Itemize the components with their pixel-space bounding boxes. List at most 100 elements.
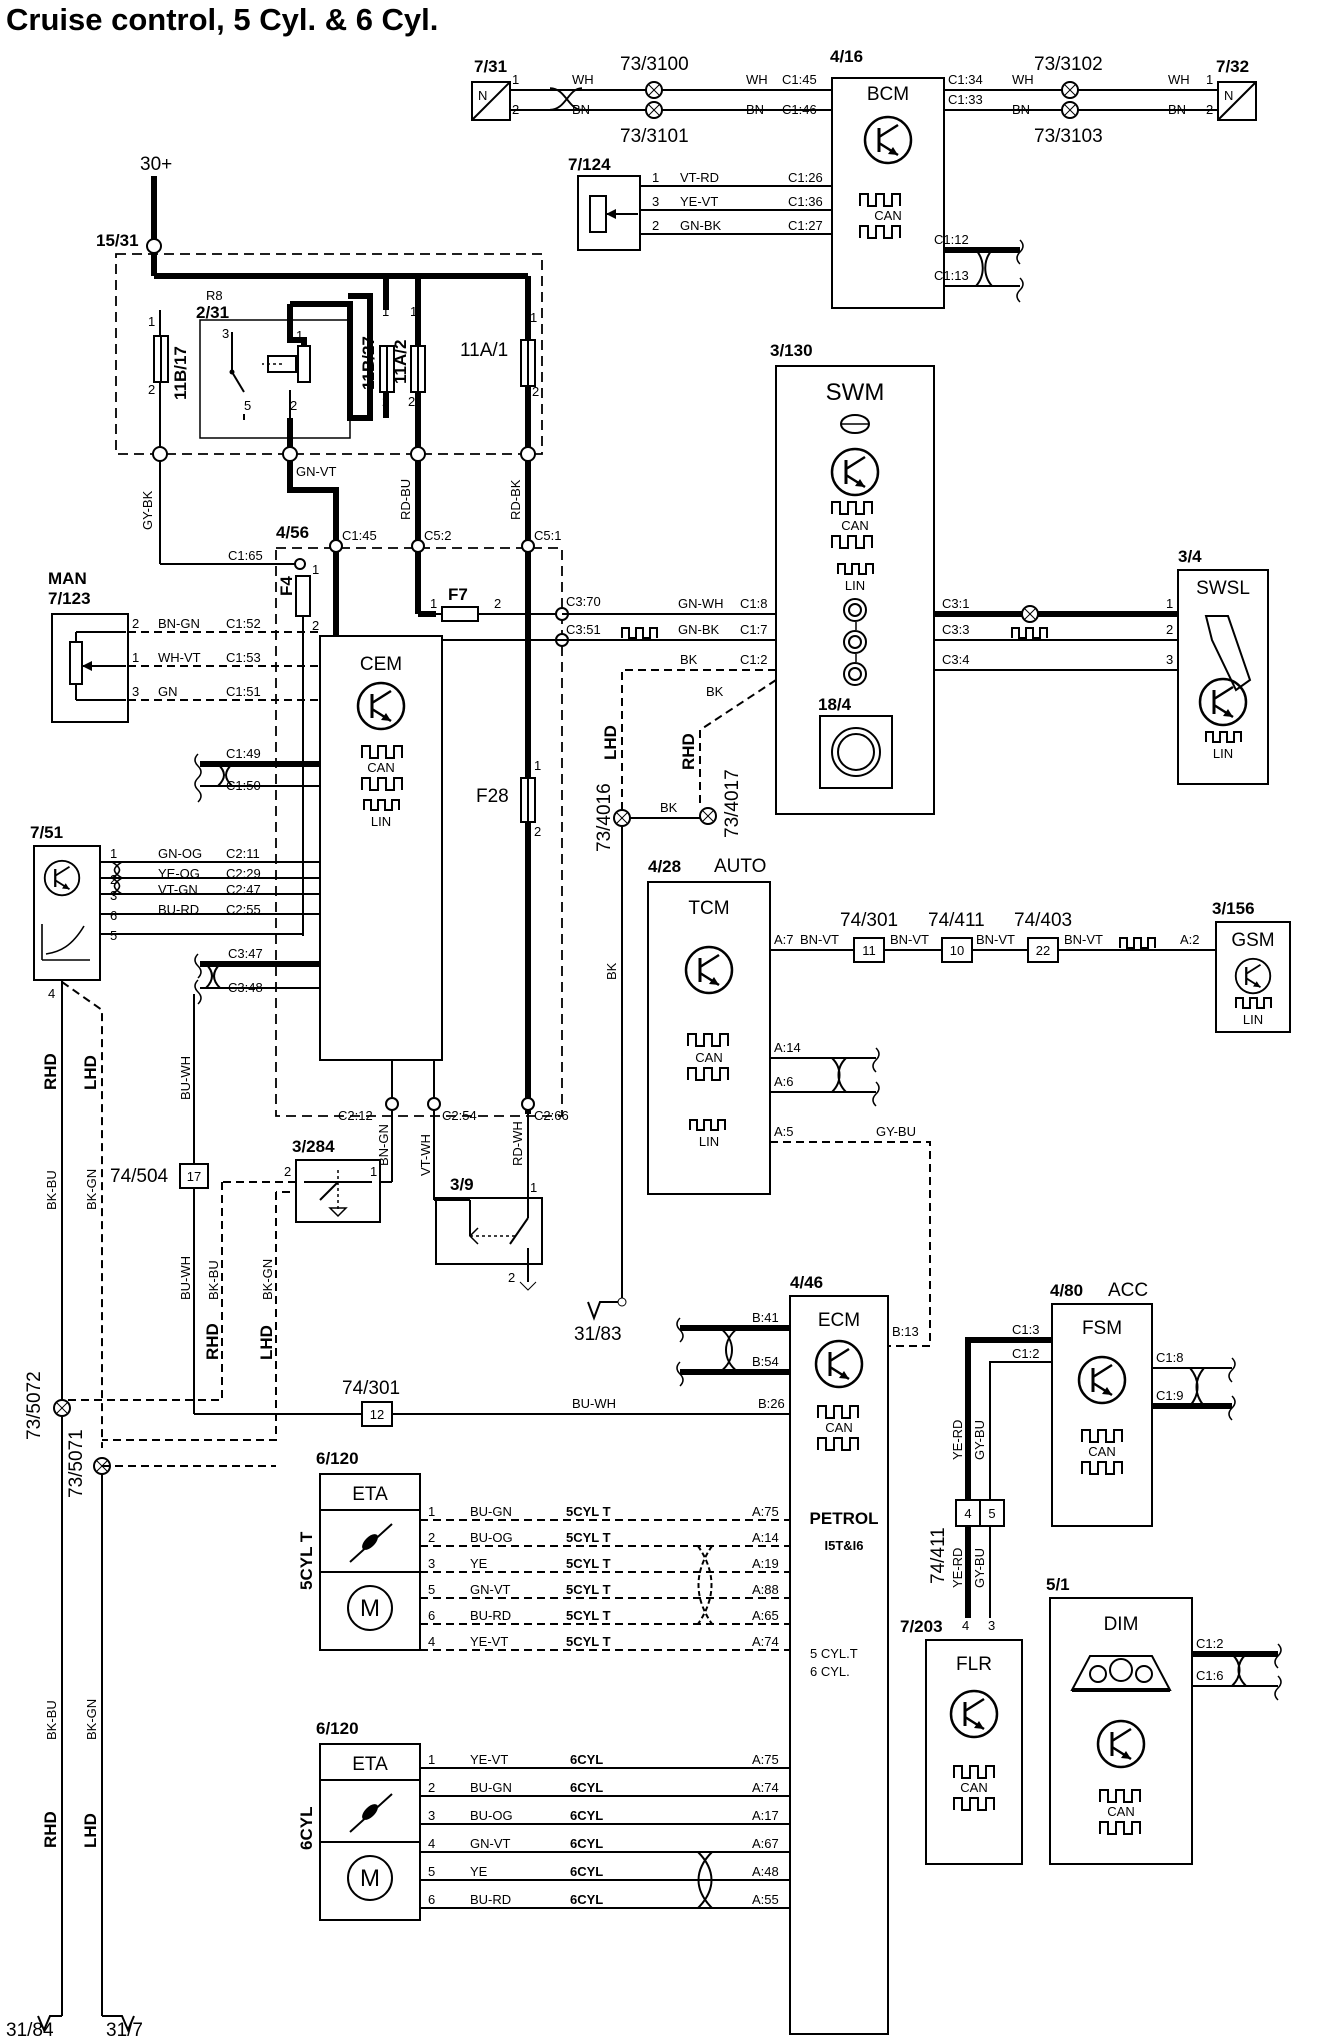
svg-text:2: 2 [408,394,415,409]
svg-text:YE: YE [470,1864,488,1879]
svg-text:BU-OG: BU-OG [470,1808,513,1823]
svg-text:73/3102: 73/3102 [1034,54,1103,75]
svg-text:1: 1 [382,304,389,319]
eta-6cyl-wires [420,1767,790,1909]
svg-text:2: 2 [508,1270,515,1285]
ref-3-4: 3/4 [1178,547,1202,566]
bcm-label: BCM [867,84,909,105]
swm-label: SWM [826,379,885,406]
svg-text:YE-VT: YE-VT [470,1634,508,1649]
fuse-f4: F4 [277,576,296,596]
svg-text:ETA: ETA [352,1754,388,1775]
svg-text:C1:2: C1:2 [740,652,767,667]
svg-text:2: 2 [1166,622,1173,637]
svg-text:3: 3 [1166,652,1173,667]
svg-text:2: 2 [132,616,139,631]
svg-text:11: 11 [862,943,876,958]
svg-text:N: N [478,88,487,103]
swsl-module: SWSL LIN [1177,569,1269,785]
dim-module: DIM CAN [1049,1597,1193,1865]
svg-text:12: 12 [370,1407,384,1422]
ground-point-73-5072 [53,1399,71,1417]
svg-text:C1:45: C1:45 [342,528,377,543]
svg-text:B:54: B:54 [752,1354,779,1369]
svg-text:2: 2 [428,1530,435,1545]
svg-text:C1:50: C1:50 [226,778,261,793]
svg-text:FLR: FLR [956,1654,992,1675]
svg-text:BK-GN: BK-GN [84,1169,99,1210]
svg-text:C1:7: C1:7 [740,622,767,637]
ref-4-28: 4/28 [648,857,681,876]
svg-text:1: 1 [512,72,519,87]
svg-text:C2:54: C2:54 [442,1108,477,1123]
svg-text:6CYL: 6CYL [570,1780,603,1795]
ref-7-51: 7/51 [30,823,63,842]
svg-text:74/411: 74/411 [928,1527,949,1584]
svg-text:C1:52: C1:52 [226,616,261,631]
svg-text:73/3103: 73/3103 [1034,126,1103,147]
svg-text:VT-GN: VT-GN [158,882,198,897]
svg-text:SWSL: SWSL [1196,578,1250,599]
ref-3-9: 3/9 [450,1175,474,1194]
svg-text:5CYL T: 5CYL T [566,1582,611,1597]
ref-3-130: 3/130 [770,341,813,360]
svg-text:A:55: A:55 [752,1892,779,1907]
svg-text:I5T&I6: I5T&I6 [824,1538,863,1553]
svg-text:C1:8: C1:8 [1156,1350,1183,1365]
svg-text:3: 3 [222,326,229,341]
svg-text:2: 2 [148,382,155,397]
svg-text:C1:51: C1:51 [226,684,261,699]
sensor-7-31: N [471,81,511,121]
svg-text:WH: WH [1012,72,1034,87]
svg-text:C1:12: C1:12 [934,232,969,247]
svg-text:BU-RD: BU-RD [158,902,199,917]
ecm-module: ECM CAN PETROL I5T&I6 5 CYL.T 6 CYL. [789,1295,889,2035]
svg-text:FSM: FSM [1082,1318,1122,1339]
svg-text:LHD: LHD [81,1055,100,1090]
svg-text:M: M [360,1595,380,1622]
ref-4-16: 4/16 [830,47,863,66]
fuse-box-15-31 [115,253,543,455]
svg-text:C1:34: C1:34 [948,72,983,87]
svg-text:6CYL: 6CYL [570,1864,603,1879]
svg-text:VT-WH: VT-WH [418,1134,433,1176]
svg-text:A:17: A:17 [752,1808,779,1823]
svg-text:C1:26: C1:26 [788,170,823,185]
svg-text:C1:13: C1:13 [934,268,969,283]
svg-text:WH: WH [746,72,768,87]
svg-text:C2:11: C2:11 [226,846,260,861]
svg-text:73/3101: 73/3101 [620,126,689,147]
svg-text:A:5: A:5 [774,1124,794,1139]
ref-74-301-b: 74/301 [342,1378,400,1399]
svg-text:73/3100: 73/3100 [620,54,689,75]
ref-7-32: 7/32 [1216,57,1249,76]
cem-label: CEM [360,654,402,675]
svg-text:C1:6: C1:6 [1196,1668,1223,1683]
svg-text:C3:3: C3:3 [942,622,969,637]
svg-text:1: 1 [534,758,541,773]
svg-text:C1:49: C1:49 [226,746,261,761]
svg-text:5: 5 [428,1864,435,1879]
svg-text:A:48: A:48 [752,1864,779,1879]
svg-text:CAN: CAN [960,1780,987,1795]
svg-text:BK: BK [660,800,678,815]
svg-text:C1:2: C1:2 [1012,1346,1039,1361]
svg-text:A:75: A:75 [752,1504,779,1519]
pedal-sensor-7-124 [577,175,641,251]
svg-text:BU-OG: BU-OG [470,1530,513,1545]
svg-text:BK-GN: BK-GN [260,1259,275,1300]
svg-text:3: 3 [110,888,117,903]
svg-text:C5:1: C5:1 [534,528,561,543]
svg-text:4: 4 [48,986,55,1001]
svg-text:4: 4 [428,1836,435,1851]
svg-text:BU-WH: BU-WH [178,1256,193,1300]
sensor-7-32: N [1217,81,1257,121]
ref-4-56: 4/56 [276,523,309,542]
svg-text:3: 3 [652,194,659,209]
svg-text:A:14: A:14 [774,1040,801,1055]
svg-text:N: N [1224,88,1233,103]
ref-3-156: 3/156 [1212,899,1255,918]
svg-text:C3:1: C3:1 [942,596,969,611]
svg-text:A:88: A:88 [752,1582,779,1597]
ground-31-83: 31/83 [574,1324,622,1345]
